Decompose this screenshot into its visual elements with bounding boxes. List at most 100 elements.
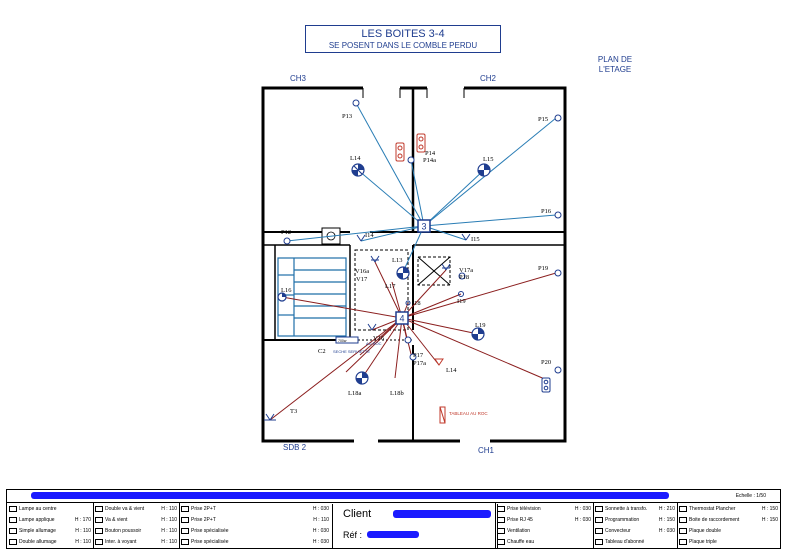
switch-icons — [264, 233, 471, 421]
label-p12: P12 — [281, 229, 291, 236]
legend-item: Prise télévision H : 030 — [497, 504, 593, 514]
client-label: Client — [343, 508, 372, 520]
legend-item-height: H : 030 — [574, 506, 591, 512]
legend-item-height: H : 110 — [161, 517, 177, 523]
legend-item-height: H : 030 — [312, 539, 329, 545]
legend-divider — [593, 502, 594, 548]
legend-item-height: H : 110 — [313, 517, 329, 523]
legend-symbol-icon — [9, 538, 17, 545]
label-t3: T3 — [290, 408, 297, 415]
legend-item-height: H : 170 — [74, 517, 91, 523]
legend-item-label: Plaque triple — [689, 539, 717, 545]
legend-symbol-icon — [497, 538, 505, 545]
scale-label: Echelle : 1/50 — [735, 493, 766, 499]
legend-symbol-icon — [181, 505, 189, 512]
legend-item-label: Bouton poussoir — [105, 528, 142, 534]
staircase — [277, 257, 347, 337]
legend-symbol-icon — [497, 505, 505, 512]
legend-item: Boite de raccordement H : 150 — [679, 515, 780, 525]
legend-symbol-icon — [95, 505, 103, 512]
lamp-icons — [277, 163, 491, 385]
legend-item-height: H : 110 — [161, 506, 177, 512]
legend-item-height: H : 110 — [75, 539, 91, 545]
legend-item-label: Double va & vient — [105, 506, 145, 512]
room-ch2: CH2 — [480, 74, 497, 83]
label-l13: L13 — [392, 257, 402, 264]
legend-symbol-icon — [679, 538, 687, 545]
legend-item-height: H : 150 — [761, 517, 778, 523]
label-p13: P13 — [342, 113, 352, 120]
legend-symbol-icon — [181, 516, 189, 523]
legend-item-height: H : 030 — [312, 506, 329, 512]
legend-item: Bouton poussoir H : 110 — [95, 526, 179, 536]
header-box: LES BOITES 3-4 SE POSENT DANS LE COMBLE … — [305, 25, 501, 53]
header-line2: SE POSENT DANS LE COMBLE PERDU — [328, 41, 478, 50]
legend-symbol-icon — [9, 505, 17, 512]
legend-item: Prise RJ 45 H : 030 — [497, 515, 593, 525]
legend-item-label: Thermostat Plancher — [689, 506, 736, 512]
legend-symbol-icon — [595, 505, 603, 512]
legend-item-label: Va & vient — [105, 517, 128, 523]
legend-item-label: Tableau d'abonné — [605, 539, 645, 545]
legend-divider — [179, 502, 180, 548]
label-i18: I18 — [412, 300, 421, 307]
legend-symbol-icon — [595, 516, 603, 523]
legend-symbol-icon — [95, 516, 103, 523]
redacted-address — [31, 492, 669, 499]
label-v16: V16 — [373, 335, 385, 342]
client-box: Client Réf : — [332, 504, 498, 548]
legend-item-label: Prise télévision — [507, 506, 541, 512]
label-l15: L15 — [483, 156, 493, 163]
legend-item-label: Prise 2P+T — [191, 517, 216, 523]
wiring-red — [269, 261, 557, 421]
legend-item: Double va & vient H : 110 — [95, 504, 179, 514]
junction-box-3 — [417, 219, 431, 233]
legend-item: Prise 2P+T H : 110 — [181, 515, 331, 525]
legend-symbol-icon — [95, 527, 103, 534]
label-p14a: P14a — [423, 157, 436, 164]
redacted-client — [393, 510, 491, 518]
label-l14-lower: L14 — [446, 367, 457, 374]
legend-item-label: Ventilation — [507, 528, 531, 534]
legend-item-height: H : 150 — [658, 517, 675, 523]
label-l18b: L18b — [390, 390, 404, 397]
ref-label: Réf : — [343, 530, 363, 540]
legend-item: Chauffe eau — [497, 537, 593, 547]
legend-item-height: H : 030 — [574, 517, 591, 523]
redacted-ref — [367, 531, 419, 538]
legend-item-label: Prise RJ 45 — [507, 517, 533, 523]
label-au-roc: AU ROC — [366, 341, 382, 346]
room-ch1: CH1 — [478, 446, 495, 455]
legend-symbol-icon — [9, 516, 17, 523]
label-p17a: P17a — [413, 360, 426, 367]
legend-item: Va & vient H : 110 — [95, 515, 179, 525]
legend-item: Tableau d'abonné — [595, 537, 677, 547]
legend-item-label: Programmation — [605, 517, 640, 523]
label-p14: P14 — [425, 150, 436, 157]
room-sdb2: SDB 2 — [283, 443, 307, 452]
legend-divider — [93, 502, 94, 548]
box-3-label: 3 — [421, 222, 426, 232]
label-p18: P18 — [459, 274, 469, 281]
legend-item: Plaque double — [679, 526, 780, 536]
legend-item: Prise 2P+T H : 030 — [181, 504, 331, 514]
legend-item-label: Plaque double — [689, 528, 721, 534]
legend-symbol-icon — [181, 527, 189, 534]
label-l18a: L18a — [348, 390, 361, 397]
legend-item-label: Boite de raccordement — [689, 517, 740, 523]
legend-item: Lampe au centre — [9, 504, 93, 514]
legend-divider — [495, 502, 496, 548]
legend-item-label: Chauffe eau — [507, 539, 535, 545]
legend-item-height: H : 110 — [75, 528, 91, 534]
legend-item-label: Prise 2P+T — [191, 506, 216, 512]
legend-header: Echelle : 1/50 — [7, 490, 780, 503]
label-l16: L16 — [281, 287, 292, 294]
legend-item-height: H : 110 — [161, 528, 177, 534]
attic-hatch — [417, 256, 451, 286]
